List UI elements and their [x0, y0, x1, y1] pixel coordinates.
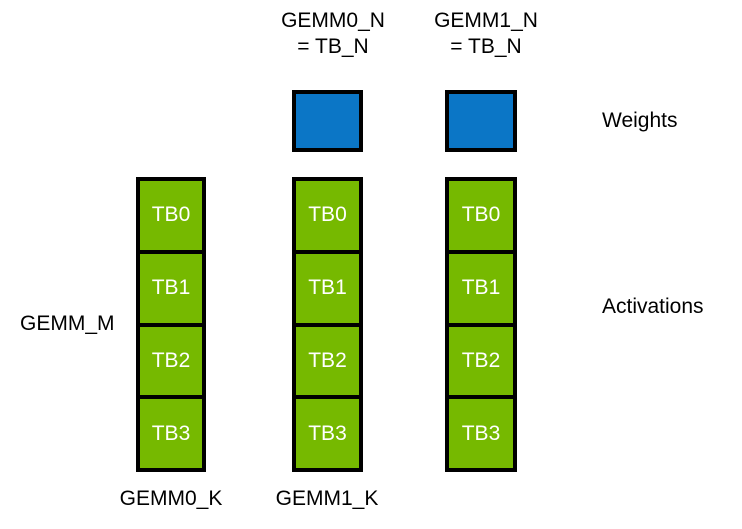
label-gemm0-n: GEMM0_N = TB_N — [281, 9, 385, 58]
weight-block-gemm1[interactable] — [445, 90, 517, 152]
tb-cell[interactable]: TB3 — [140, 399, 202, 468]
tb-cell[interactable]: TB1 — [449, 253, 513, 327]
tb-cell[interactable]: TB2 — [449, 326, 513, 400]
bottom-label-gemm0-k: GEMM0_K — [119, 487, 223, 510]
bottom-label-gemm1-k: GEMM1_K — [275, 487, 379, 510]
weight-block-gemm0[interactable] — [292, 90, 363, 152]
side-label-gemm-m: GEMM_M — [20, 312, 115, 335]
tb-cell[interactable]: TB3 — [449, 399, 513, 468]
tb-cell[interactable]: TB2 — [140, 326, 202, 400]
row-label-weights: Weights — [602, 109, 678, 132]
tb-cell[interactable]: TB1 — [296, 253, 359, 327]
tb-cell[interactable]: TB2 — [296, 326, 359, 400]
label-gemm1-n: GEMM1_N = TB_N — [434, 9, 538, 58]
tb-cell[interactable]: TB0 — [296, 181, 359, 254]
tb-cell[interactable]: TB0 — [449, 181, 513, 254]
row-label-activations: Activations — [602, 295, 704, 318]
tb-cell[interactable]: TB1 — [140, 253, 202, 327]
activation-column-0[interactable]: TB0 TB1 TB2 TB3 — [136, 177, 206, 472]
activation-column-1[interactable]: TB0 TB1 TB2 TB3 — [292, 177, 363, 472]
activation-column-2[interactable]: TB0 TB1 TB2 TB3 — [445, 177, 517, 472]
tb-cell[interactable]: TB0 — [140, 181, 202, 254]
tb-cell[interactable]: TB3 — [296, 399, 359, 468]
